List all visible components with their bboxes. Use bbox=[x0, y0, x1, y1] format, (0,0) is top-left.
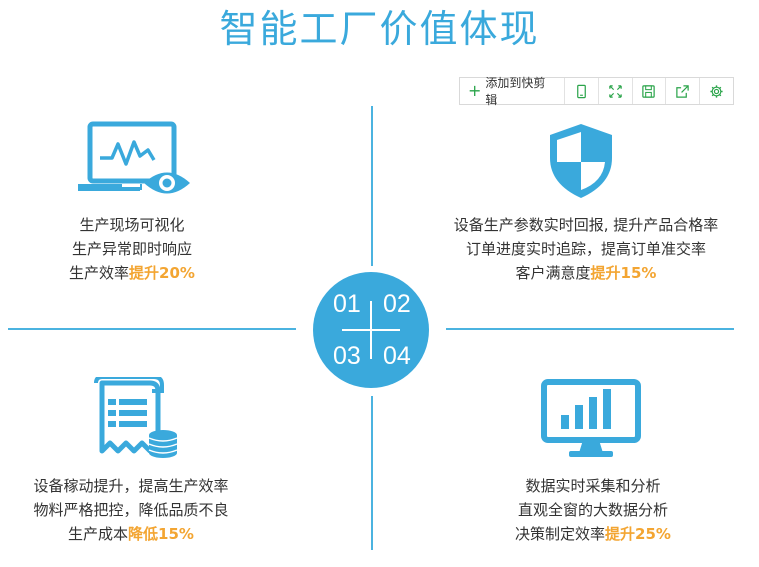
phone-button[interactable] bbox=[565, 78, 599, 104]
quadrant-4-line-1: 数据实时采集和分析 bbox=[525, 477, 661, 495]
share-icon bbox=[676, 84, 689, 98]
cross-horizontal bbox=[342, 329, 400, 331]
vertical-divider-top bbox=[371, 106, 373, 266]
plus-icon: + bbox=[468, 81, 482, 100]
quadrant-3-line-1: 设备稼动提升，提高生产效率 bbox=[33, 477, 229, 495]
quadrant-3-text: 设备稼动提升，提高生产效率 物料严格把控，降低品质不良 生产成本降低15% bbox=[18, 474, 244, 546]
quadrant-2-line-2: 订单进度实时追踪，提高订单准交率 bbox=[465, 240, 706, 258]
quadrant-4-text: 数据实时采集和分析 直观全窗的大数据分析 决策制定效率提升25% bbox=[488, 474, 698, 546]
quadrant-4-metric-value: 提升25% bbox=[605, 525, 671, 543]
phone-icon bbox=[576, 84, 586, 98]
quadrant-2-metric-value: 提升15% bbox=[590, 264, 657, 282]
vertical-divider-bottom bbox=[371, 396, 373, 550]
settings-button[interactable] bbox=[700, 78, 733, 104]
share-button[interactable] bbox=[666, 78, 701, 104]
quadrant-2-metric-label: 客户满意度 bbox=[515, 264, 591, 282]
quadrant-2-line-1: 设备生产参数实时回报, 提升产品合格率 bbox=[453, 216, 719, 234]
save-icon bbox=[642, 84, 656, 98]
quadrant-1-metric-value: 提升20% bbox=[129, 264, 195, 282]
fullscreen-button[interactable] bbox=[599, 78, 633, 104]
quadrant-4-line-2: 直观全窗的大数据分析 bbox=[517, 501, 668, 519]
horizontal-divider-right bbox=[446, 328, 734, 330]
quadrant-1-line-1: 生产现场可视化 bbox=[79, 216, 185, 234]
add-to-quick-clip-label: 添加到快剪辑 bbox=[485, 76, 546, 107]
fullscreen-icon bbox=[608, 84, 622, 98]
save-button[interactable] bbox=[633, 78, 667, 104]
number-04: 04 bbox=[383, 342, 411, 370]
number-01: 01 bbox=[333, 290, 361, 318]
quadrant-1-metric-label: 生产效率 bbox=[69, 264, 130, 282]
quadrant-1-line-3: 生产效率提升20% bbox=[30, 261, 234, 285]
laptop-eye-icon bbox=[78, 121, 190, 194]
quadrant-4-line-3: 决策制定效率提升25% bbox=[488, 522, 698, 546]
shield-icon bbox=[550, 124, 612, 198]
quadrant-4-metric-label: 决策制定效率 bbox=[515, 525, 606, 543]
quadrant-2-text: 设备生产参数实时回报, 提升产品合格率 订单进度实时追踪，提高订单准交率 客户满… bbox=[436, 213, 736, 285]
center-badge: 01 02 03 04 bbox=[313, 272, 429, 388]
quadrant-3-line-3: 生产成本降低15% bbox=[18, 522, 244, 546]
quadrant-3-metric-value: 降低15% bbox=[128, 525, 194, 543]
quadrant-3-metric-label: 生产成本 bbox=[68, 525, 129, 543]
page-title: 智能工厂价值体现 bbox=[219, 7, 540, 51]
add-to-quick-clip-button[interactable]: + 添加到快剪辑 bbox=[460, 76, 565, 107]
quadrant-2-line-3: 客户满意度提升15% bbox=[436, 261, 736, 285]
number-02: 02 bbox=[383, 290, 411, 318]
document-coins-icon bbox=[94, 377, 178, 458]
monitor-chart-icon bbox=[541, 379, 641, 457]
number-03: 03 bbox=[333, 342, 361, 370]
quadrant-1-line-2: 生产异常即时响应 bbox=[71, 240, 192, 258]
quick-toolbar: + 添加到快剪辑 bbox=[459, 76, 734, 107]
horizontal-divider-left bbox=[8, 328, 296, 330]
quadrant-1-text: 生产现场可视化 生产异常即时响应 生产效率提升20% bbox=[30, 213, 234, 285]
gear-icon bbox=[710, 84, 723, 98]
quadrant-3-line-2: 物料严格把控，降低品质不良 bbox=[33, 501, 229, 519]
